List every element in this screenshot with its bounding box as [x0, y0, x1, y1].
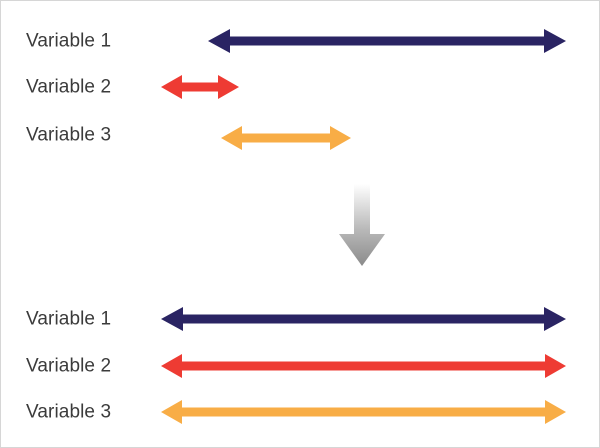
after-arrow-variable-1 [161, 307, 566, 331]
after-arrow-variable-2 [161, 354, 566, 378]
before-arrow-variable-1-shape [208, 29, 566, 53]
before-label-variable-3: Variable 3 [26, 124, 112, 146]
after-arrow-variable-3 [161, 400, 566, 424]
after-arrow-variable-1-shape [161, 307, 566, 331]
before-arrow-variable-3-shape [221, 126, 351, 150]
after-arrow-variable-3-shape [161, 400, 566, 424]
after-label-variable-2: Variable 2 [26, 355, 112, 377]
down-arrow-icon [339, 184, 385, 266]
after-arrow-variable-2-shape [161, 354, 566, 378]
before-label-variable-1: Variable 1 [26, 30, 112, 52]
before-label-variable-2: Variable 2 [26, 76, 112, 98]
before-arrow-variable-2-shape [161, 75, 239, 99]
down-arrow-icon-shape [339, 184, 385, 266]
before-arrow-variable-2 [161, 75, 239, 99]
after-label-variable-3: Variable 3 [26, 401, 112, 423]
before-arrow-variable-1 [208, 29, 566, 53]
before-arrow-variable-3 [221, 126, 351, 150]
after-label-variable-1: Variable 1 [26, 308, 112, 330]
